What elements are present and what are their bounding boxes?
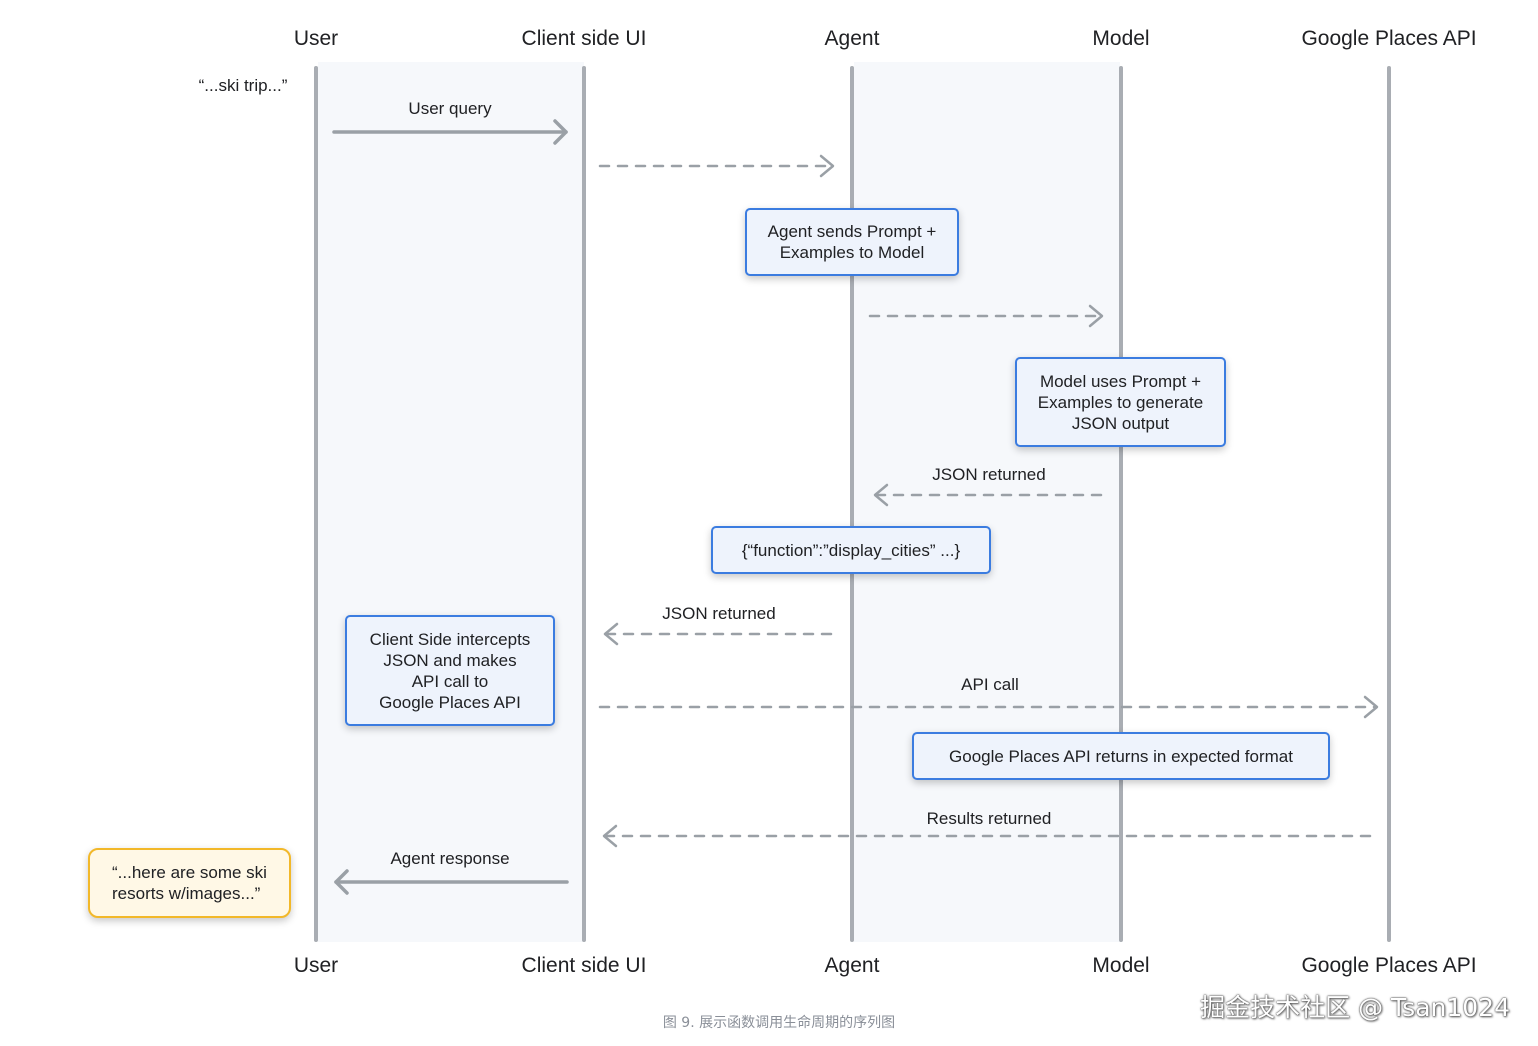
lane-label-user-top: User <box>294 27 338 50</box>
final-response-bubble: “...here are some ski resorts w/images..… <box>88 848 291 918</box>
lane-label-agent-bottom: Agent <box>825 954 880 977</box>
arrow-client-to-agent <box>598 154 835 178</box>
note-function-json: {“function”:”display_cities” ...} <box>711 526 991 574</box>
lane-label-model-top: Model <box>1092 27 1149 50</box>
lane-label-places-bottom: Google Places API <box>1301 954 1476 977</box>
arrow-agent-to-model <box>868 304 1104 328</box>
msg-label-agent-response: Agent response <box>390 849 509 868</box>
watermark: 掘金技术社区 @ Tsan1024 <box>1200 993 1510 1022</box>
user-quote: “...ski trip...” <box>199 76 288 95</box>
lane-band-client <box>318 62 584 942</box>
figure-caption: 图 9. 展示函数调用生命周期的序列图 <box>662 1015 896 1031</box>
lane-label-client-bottom: Client side UI <box>522 954 647 977</box>
lane-label-user-bottom: User <box>294 954 338 977</box>
lane-label-model-bottom: Model <box>1092 954 1149 977</box>
note-client-intercepts: Client Side intercepts JSON and makes AP… <box>345 615 555 726</box>
msg-label-results-returned: Results returned <box>927 809 1052 828</box>
lane-label-client-top: Client side UI <box>522 27 647 50</box>
note-agent-sends-prompt: Agent sends Prompt + Examples to Model <box>745 208 959 276</box>
lane-label-agent-top: Agent <box>825 27 880 50</box>
lane-label-places-top: Google Places API <box>1301 27 1476 50</box>
arrow-json-returned-agent <box>603 622 840 646</box>
arrow-results-returned <box>602 824 1380 848</box>
msg-label-user-query: User query <box>408 99 492 118</box>
msg-label-json-returned-2: JSON returned <box>662 604 775 623</box>
arrow-agent-response <box>334 869 569 895</box>
arrow-json-returned-model <box>873 483 1110 507</box>
arrow-user-query <box>332 119 568 145</box>
arrow-api-call <box>598 695 1379 719</box>
note-model-generates-json: Model uses Prompt + Examples to generate… <box>1015 357 1226 447</box>
note-places-returns: Google Places API returns in expected fo… <box>912 732 1330 780</box>
msg-label-api-call: API call <box>961 675 1019 694</box>
msg-label-json-returned-1: JSON returned <box>932 465 1045 484</box>
